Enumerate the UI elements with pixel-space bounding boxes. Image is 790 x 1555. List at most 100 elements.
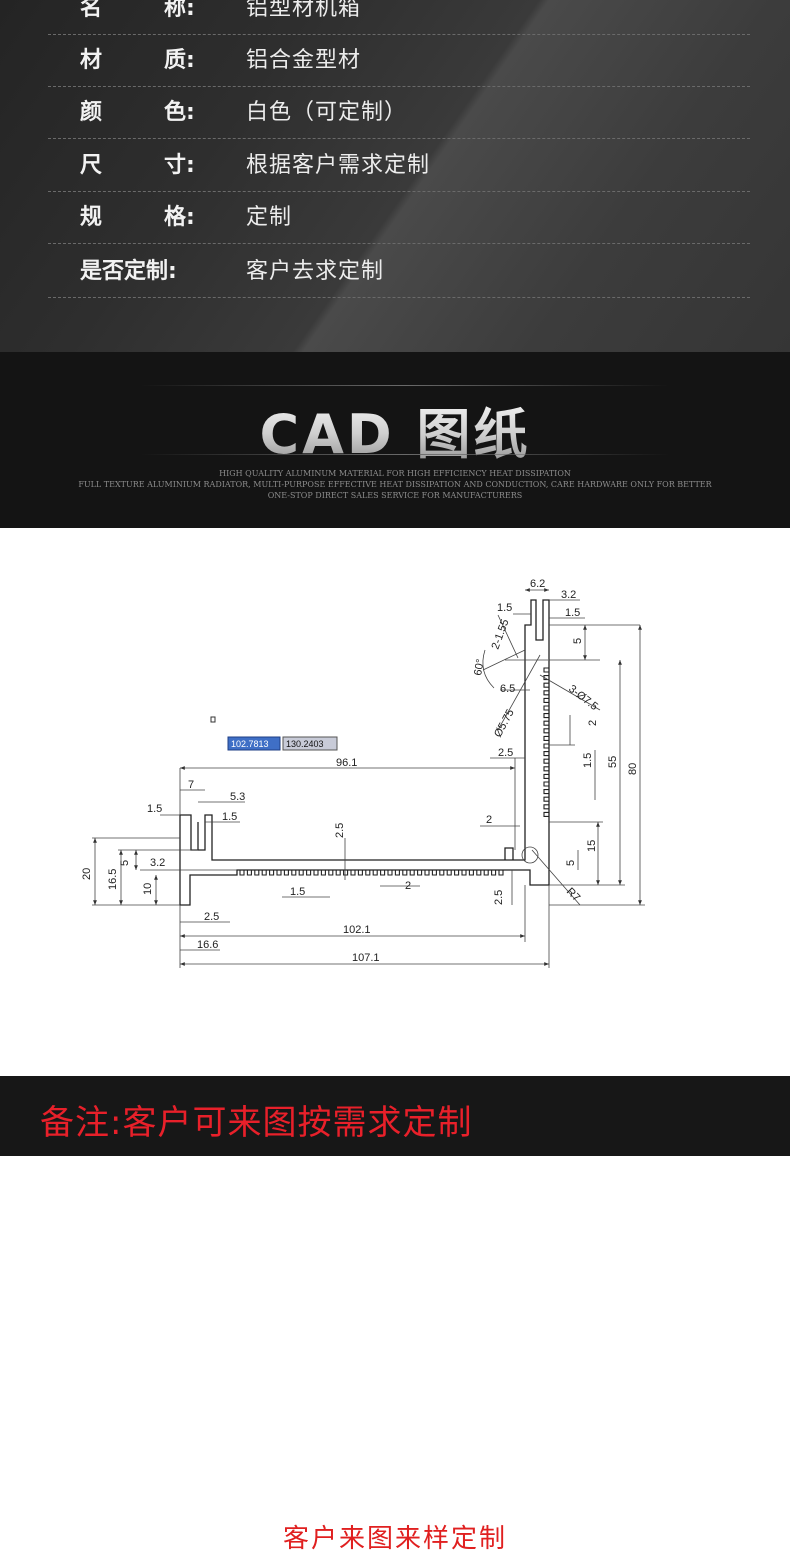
dim-10: 10 bbox=[142, 883, 154, 895]
coord-y-box bbox=[282, 736, 338, 751]
right-fins bbox=[543, 667, 549, 817]
cad-drawing: 102.7813 130.2403 bbox=[0, 528, 790, 1554]
spec-value: 铝型材机箱 bbox=[246, 0, 362, 21]
fin-tooth bbox=[483, 870, 489, 876]
footer-note: 备注:客户可来图按需求定制 bbox=[40, 1103, 473, 1143]
dim-6-5: 6.5 bbox=[500, 683, 515, 695]
fin-tooth bbox=[261, 870, 267, 876]
dim-6-2: 6.2 bbox=[530, 578, 545, 590]
fin-tooth bbox=[543, 713, 549, 719]
dim-1-5-top-right: 1.5 bbox=[565, 607, 580, 619]
fin-tooth bbox=[431, 870, 437, 876]
fin-tooth bbox=[439, 870, 445, 876]
fin-tooth bbox=[543, 735, 549, 741]
dimension-lines bbox=[92, 588, 645, 968]
fin-tooth bbox=[543, 697, 549, 703]
fin-tooth bbox=[335, 870, 341, 876]
spec-row-color: 颜 色: 白色（可定制） bbox=[48, 86, 750, 139]
drawing-caption: 客户来图来样定制 bbox=[282, 1524, 507, 1554]
fin-tooth bbox=[313, 870, 319, 876]
fin-tooth bbox=[283, 870, 289, 876]
dim-2-fin: 2 bbox=[587, 720, 599, 726]
fin-tooth bbox=[320, 870, 326, 876]
fin-tooth bbox=[543, 743, 549, 749]
dim-1-5-bottom: 1.5 bbox=[290, 886, 305, 898]
dim-16-5: 16.5 bbox=[107, 869, 119, 890]
spec-row-name: 名 称: 铝型材机箱 bbox=[48, 0, 750, 35]
fin-tooth bbox=[291, 870, 297, 876]
fin-tooth bbox=[498, 870, 504, 876]
dim-16-6: 16.6 bbox=[197, 939, 218, 951]
fin-tooth bbox=[343, 870, 349, 876]
dim-2-right: 2 bbox=[486, 814, 492, 826]
fin-tooth bbox=[543, 667, 549, 673]
fin-tooth bbox=[446, 870, 452, 876]
fin-tooth bbox=[543, 773, 549, 779]
dim-7: 7 bbox=[188, 779, 194, 791]
fin-tooth bbox=[543, 690, 549, 696]
fin-tooth bbox=[543, 682, 549, 688]
fin-tooth bbox=[402, 870, 408, 876]
fin-tooth bbox=[357, 870, 363, 876]
footer-note-bar: 备注:客户可来图按需求定制 bbox=[0, 1076, 790, 1156]
spec-row-spec: 规 格: 定制 bbox=[48, 191, 750, 244]
fin-tooth bbox=[328, 870, 334, 876]
fin-tooth bbox=[239, 870, 245, 876]
dim-15: 15 bbox=[586, 840, 598, 852]
snap-marker bbox=[210, 716, 216, 723]
fin-tooth bbox=[350, 870, 356, 876]
dim-20: 20 bbox=[81, 868, 93, 880]
fin-tooth bbox=[306, 870, 312, 876]
fin-tooth bbox=[468, 870, 474, 876]
dim-2-bottom: 2 bbox=[405, 880, 411, 892]
dim-102-1: 102.1 bbox=[343, 924, 371, 936]
dim-1-5-top-left: 1.5 bbox=[497, 602, 512, 614]
fin-tooth bbox=[543, 766, 549, 772]
fin-tooth bbox=[365, 870, 371, 876]
subtitle-line: HIGH QUALITY ALUMINUM MATERIAL FOR HIGH … bbox=[219, 469, 571, 478]
fin-tooth bbox=[543, 751, 549, 757]
fin-tooth bbox=[543, 796, 549, 802]
dim-2-5-bottom: 2.5 bbox=[493, 890, 505, 905]
fin-tooth bbox=[298, 870, 304, 876]
fin-tooth bbox=[424, 870, 430, 876]
dim-2-5-left-bottom: 2.5 bbox=[204, 911, 219, 923]
spec-row-custom: 是否定制: 客户去求定制 bbox=[48, 245, 750, 298]
dim-1-5-left: 1.5 bbox=[147, 803, 162, 815]
fin-tooth bbox=[417, 870, 423, 876]
spec-value: 根据客户需求定制 bbox=[246, 153, 431, 178]
fin-tooth bbox=[269, 870, 275, 876]
spec-table: 名 称: 铝型材机箱 材 质: 铝合金型材 颜 色: 白色（可定制） 尺 寸: … bbox=[0, 0, 790, 352]
dim-phi-5-75: Ø5.75 bbox=[492, 707, 517, 739]
bottom-fins bbox=[239, 870, 504, 876]
dim-5-left: 5 bbox=[119, 860, 131, 866]
fin-tooth bbox=[543, 804, 549, 810]
spec-value: 定制 bbox=[246, 205, 293, 230]
subtitle-line: ONE-STOP DIRECT SALES SERVICE FOR MANUFA… bbox=[267, 491, 523, 500]
fin-tooth bbox=[476, 870, 482, 876]
dim-5-3: 5.3 bbox=[230, 791, 245, 803]
fin-tooth bbox=[454, 870, 460, 876]
dim-60-deg: 60° bbox=[472, 658, 487, 676]
fin-tooth bbox=[409, 870, 415, 876]
spec-value: 客户去求定制 bbox=[246, 259, 385, 284]
fin-tooth bbox=[380, 870, 386, 876]
subtitle-line: FULL TEXTURE ALUMINIUM RADIATOR, MULTI-P… bbox=[78, 480, 712, 489]
dim-1-5-fin: 1.5 bbox=[582, 753, 594, 768]
fin-tooth bbox=[543, 758, 549, 764]
dim-3-phi-7-5: 3-Ø7.5 bbox=[566, 683, 600, 713]
fin-tooth bbox=[254, 870, 260, 876]
coord-y: 130.2403 bbox=[286, 739, 324, 749]
dim-1-5-inner: 1.5 bbox=[222, 811, 237, 823]
fin-tooth bbox=[543, 728, 549, 734]
coord-x-box bbox=[227, 736, 281, 751]
fin-tooth bbox=[394, 870, 400, 876]
dimension-labels: 96.1 7 5.3 1.5 1.5 3.2 2 1.5 2 2.5 102.1… bbox=[81, 578, 639, 964]
fin-tooth bbox=[276, 870, 282, 876]
technical-drawing: 102.7813 130.2403 bbox=[81, 578, 645, 968]
section-title: CAD 图纸 bbox=[0, 390, 790, 469]
divider bbox=[140, 385, 670, 386]
fin-tooth bbox=[246, 870, 252, 876]
dim-r7: R7 bbox=[564, 886, 582, 904]
cad-header: CAD 图纸 HIGH QUALITY ALUMINUM MATERIAL FO… bbox=[0, 352, 790, 528]
